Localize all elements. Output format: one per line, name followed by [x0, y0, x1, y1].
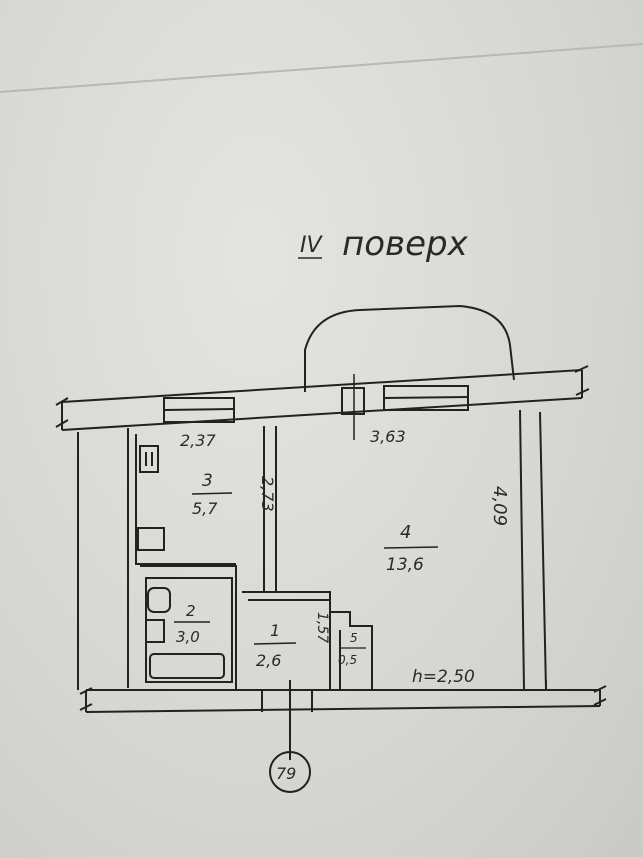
toilet-icon: [147, 587, 171, 613]
room-4: 4 13,6: [383, 522, 439, 575]
closet-wall: [330, 611, 373, 690]
room-2: 2 3,0: [174, 602, 210, 646]
room-area: 13,6: [386, 555, 424, 575]
room-area: 5,7: [192, 499, 218, 518]
room-1: 1 2,6: [253, 621, 297, 670]
partition-kitchen-living: [263, 426, 277, 592]
washbasin-icon: [145, 619, 165, 643]
room-area: 3,0: [176, 628, 200, 646]
dim-living-depth: 4,09: [489, 486, 510, 526]
dim-living-width: 3,63: [370, 427, 406, 446]
paper-fold-line: [0, 43, 643, 93]
bathroom-wall: [140, 565, 237, 690]
unit-number-circle: [269, 751, 311, 793]
bathtub-icon: [149, 653, 225, 679]
outer-wall-bottom-outer: [85, 705, 601, 713]
room-number: 2: [186, 602, 196, 620]
room-number: 1: [270, 621, 280, 640]
room-area: 2,6: [256, 651, 281, 670]
floor-word-label: поверх: [342, 224, 469, 264]
sink-icon: [137, 527, 165, 551]
room-number: 4: [400, 522, 411, 543]
room-5: 5 0,5: [338, 631, 366, 667]
outer-wall-top-outer: [61, 369, 583, 403]
unit-number-label: 79: [276, 764, 296, 783]
right-outer-wall-inner: [519, 409, 525, 691]
room-area: 0,5: [338, 653, 357, 667]
outer-wall-top-inner: [61, 397, 583, 431]
stove-icon: [139, 445, 159, 473]
entrance-jambs: [261, 690, 313, 712]
plan-walls: [55, 304, 607, 793]
room-number: 5: [350, 631, 358, 645]
dim-kitchen-width: 2,37: [180, 431, 216, 450]
floor-roman-label: IV: [300, 233, 323, 258]
hall-wall: [242, 591, 331, 690]
dim-hall-depth: 1,57: [314, 612, 330, 643]
dim-kitchen-depth: 2,73: [258, 476, 277, 512]
ceiling-height-label: h=2,50: [412, 667, 475, 687]
room-number: 3: [202, 471, 213, 491]
room-3: 3 5,7: [191, 471, 233, 518]
balcony-door: [341, 387, 365, 415]
balcony-outline: [304, 304, 515, 392]
